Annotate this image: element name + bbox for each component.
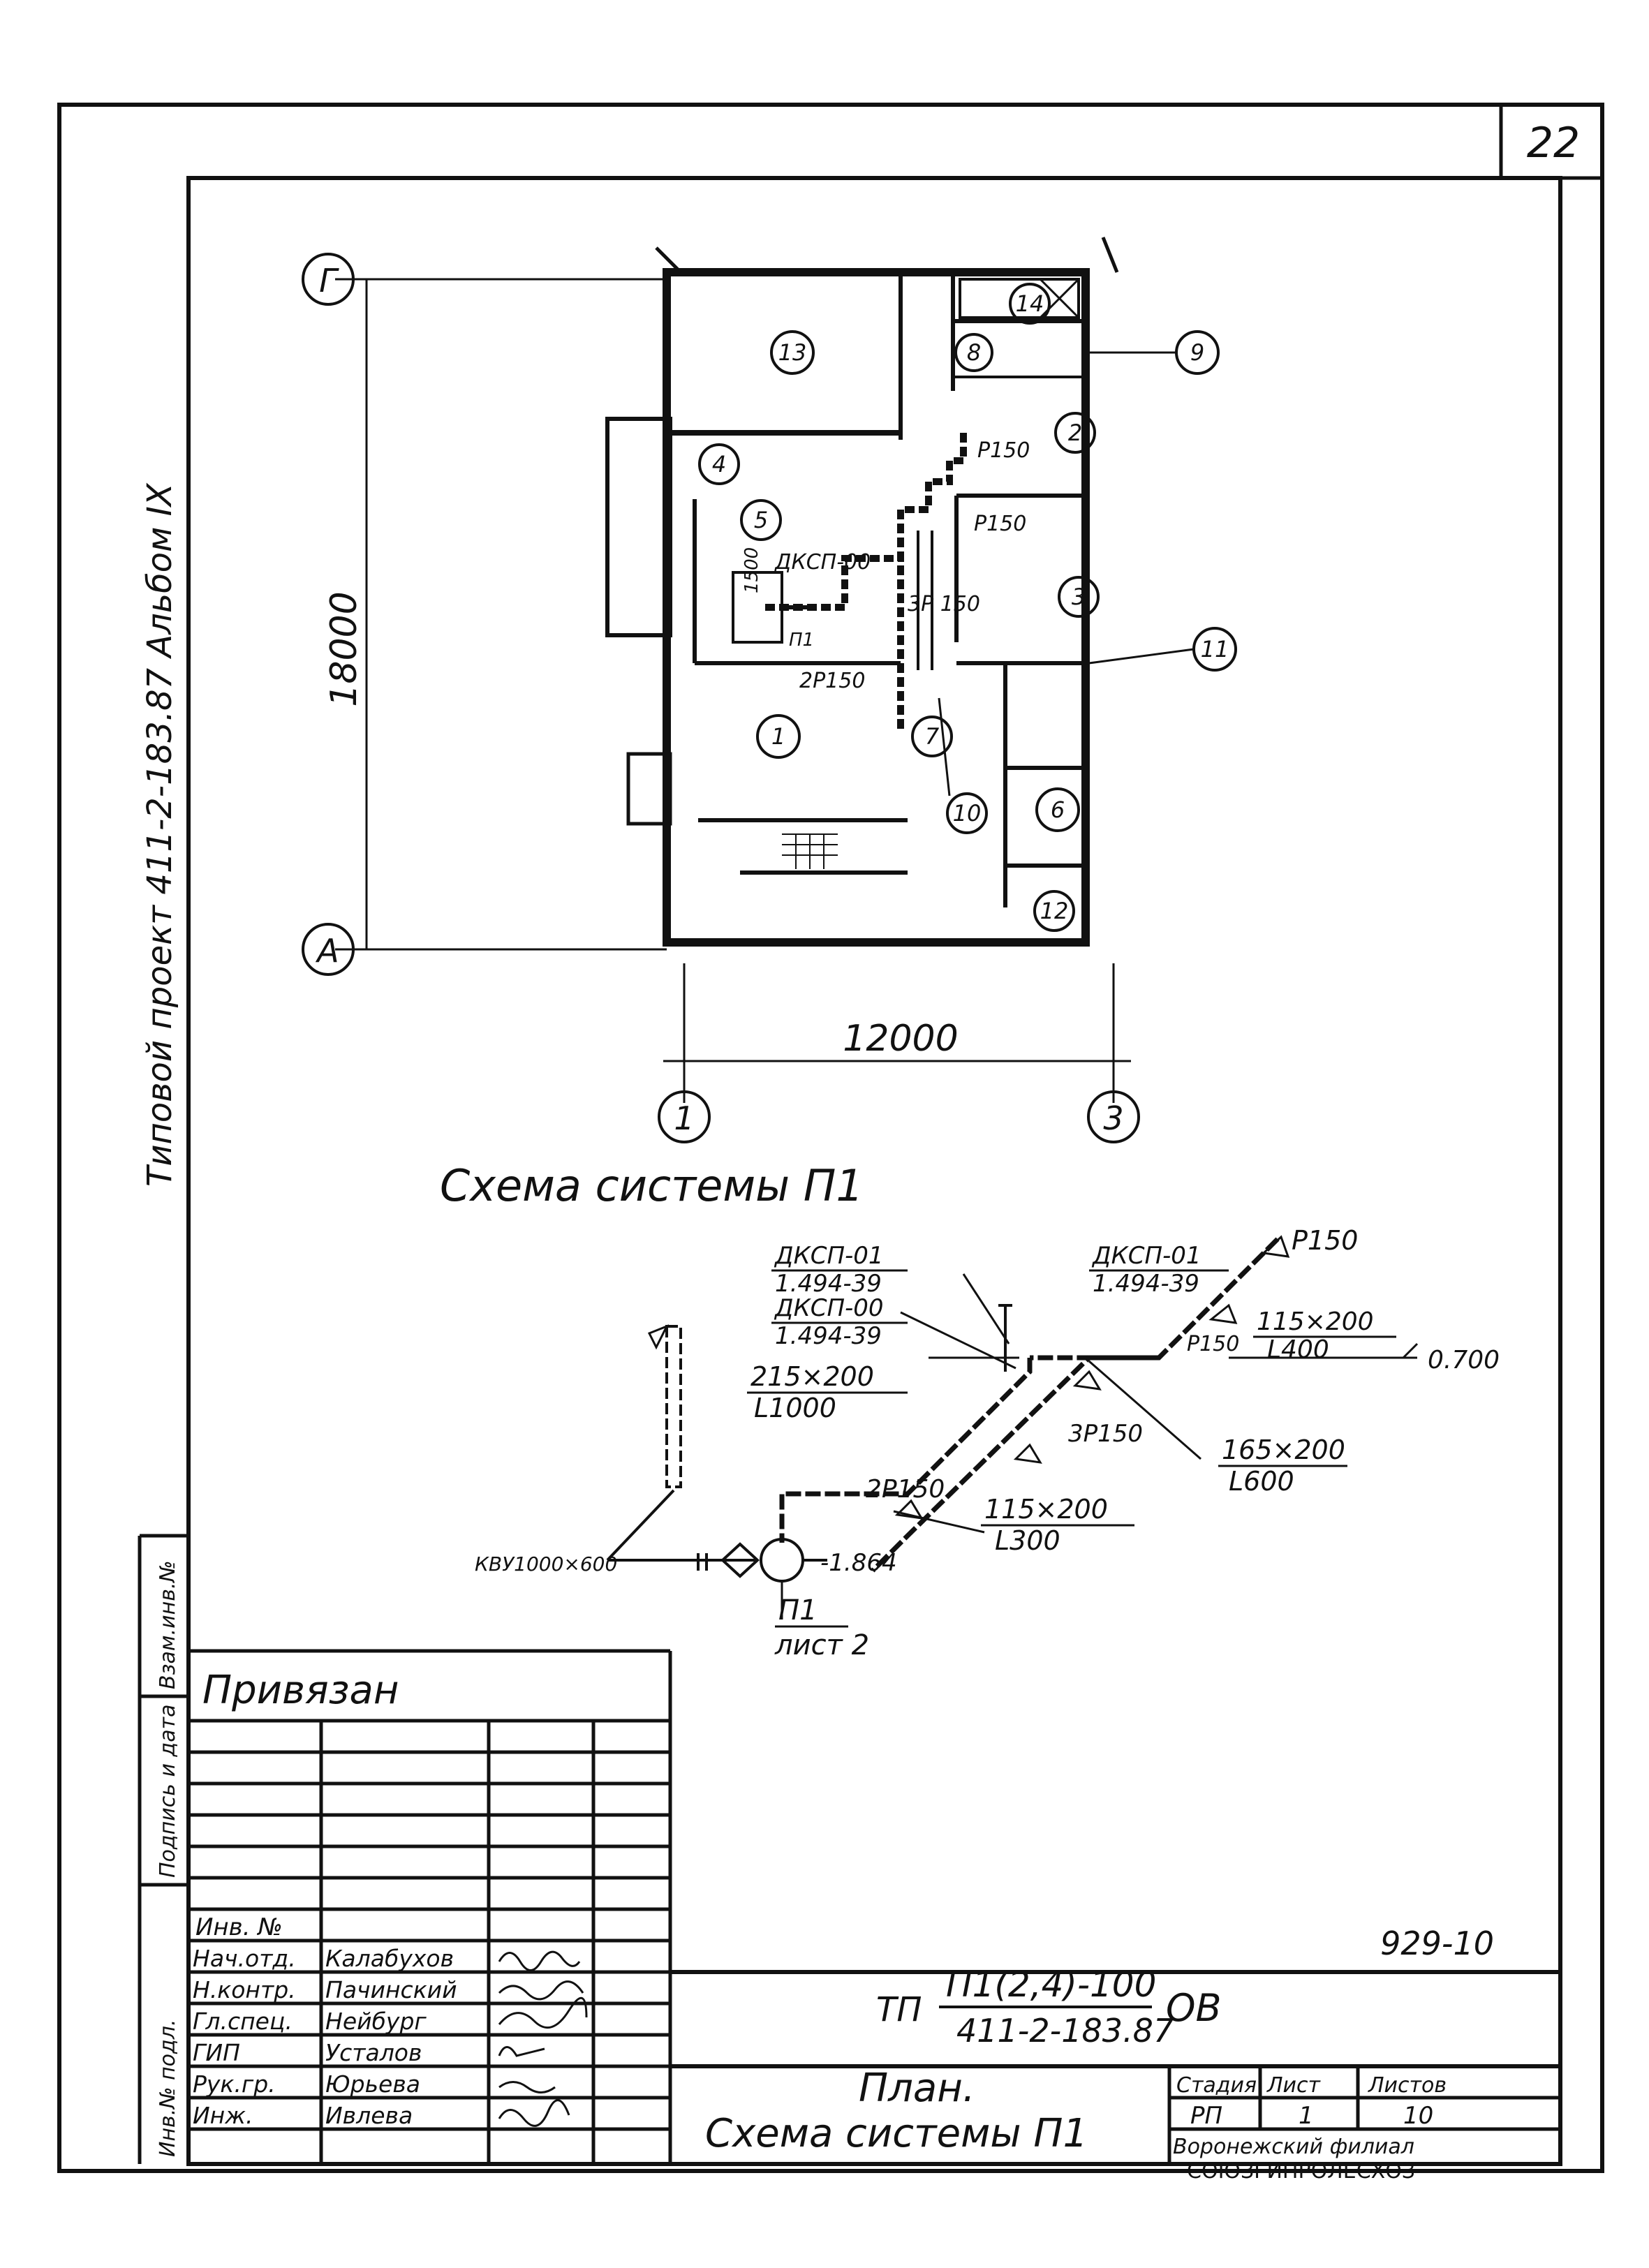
room-8: 8: [967, 339, 981, 366]
room-13: 13: [778, 339, 807, 366]
plan-p150-c: 3Р 150: [908, 592, 980, 616]
plan-p150-a: Р150: [977, 438, 1030, 463]
axis-g-circle: [302, 253, 355, 306]
scheme-len-1000: L1000: [754, 1393, 836, 1423]
tb-name-line2: Схема системы П1: [705, 2111, 1088, 2156]
scheme-kvu: КВУ1000×600: [475, 1552, 617, 1576]
title-block-grid: [188, 1649, 1560, 2164]
plan-dksp: ДКСП-00: [774, 550, 871, 575]
tb-name-4: Юрьева: [325, 2070, 420, 2098]
signatures: [498, 1950, 588, 2127]
tb-org-line1: Воронежский филиал: [1173, 2135, 1414, 2159]
room-1: 1: [771, 723, 785, 750]
tb-name-line1: План.: [859, 2066, 975, 2111]
tb-role-2: Гл.спец.: [193, 2008, 293, 2035]
room-7: 7: [925, 723, 940, 750]
tb-stage: РП: [1190, 2102, 1222, 2130]
doc-code: 929-10: [1380, 1925, 1494, 1962]
room-3: 3: [1072, 584, 1086, 610]
plan-p150-b: Р150: [974, 512, 1026, 536]
room-11: 11: [1201, 636, 1229, 662]
axis-3-label: 3: [1103, 1099, 1123, 1137]
scheme-ref-sheet: лист 2: [774, 1629, 869, 1661]
stamp-podpis: Подпись и дата: [156, 1705, 180, 1878]
tb-name-5: Ивлева: [325, 2102, 413, 2129]
scheme-ref-c: 1.494-39: [1093, 1270, 1199, 1298]
room-12: 12: [1040, 898, 1069, 924]
scheme-p150-mid: Р150: [1187, 1332, 1239, 1356]
tb-sheets-head: Листов: [1368, 2073, 1447, 2098]
scheme-labels: ДКСП-01 1.494-39 ДКСП-00 1.494-39 ДКСП-0…: [475, 1225, 1500, 1661]
dim-vertical-text: 18000: [323, 591, 365, 706]
tb-code-prefix: ТП: [876, 1990, 922, 2029]
scheme-dksp01-b: ДКСП-01: [1091, 1242, 1201, 1270]
page-number: 22: [1527, 119, 1580, 168]
inner-frame: [186, 176, 1562, 2166]
room-5: 5: [754, 507, 768, 533]
scheme-dksp00: ДКСП-00: [774, 1294, 884, 1322]
room-4: 4: [712, 451, 726, 477]
room-6: 6: [1051, 796, 1065, 823]
system-scheme: [606, 1235, 1419, 1620]
room-10: 10: [953, 800, 982, 827]
scheme-ref-p1: П1: [778, 1594, 818, 1626]
scheme-p150-top: Р150: [1292, 1225, 1358, 1256]
tb-role-1: Н.контр.: [193, 1976, 296, 2003]
tb-privyazan: Привязан: [202, 1668, 399, 1713]
room-14: 14: [1016, 290, 1044, 317]
plan-labels: Р150 Р150 3Р 150 2Р150 ДКСП-00 1500 П1: [741, 438, 1030, 693]
tb-name-1: Пачинский: [325, 1976, 457, 2003]
tb-code-suffix: ОВ: [1166, 1986, 1222, 2030]
scheme-size-165-200: 165×200: [1222, 1435, 1345, 1465]
tb-sheet: 1: [1299, 2102, 1314, 2130]
room-9: 9: [1190, 339, 1204, 366]
tb-code-bottom: 411-2-183.87: [956, 2012, 1174, 2050]
scheme-p150-3: 3Р150: [1068, 1420, 1143, 1448]
scheme-size-115-200-a: 115×200: [1257, 1307, 1374, 1336]
axis-a-circle: [302, 923, 355, 976]
tb-role-5: Инж.: [193, 2102, 253, 2129]
axis-1-circle: [658, 1090, 711, 1143]
tb-role-3: ГИП: [193, 2039, 240, 2066]
tb-sheet-head: Лист: [1266, 2073, 1322, 2098]
scheme-dksp01-a: ДКСП-01: [774, 1242, 884, 1270]
plan-p1: П1: [789, 630, 814, 651]
axis-a-label: А: [315, 932, 339, 970]
stamp-inv-podl: Инв.№ подл.: [156, 2019, 180, 2157]
tb-name-0: Калабухов: [325, 1945, 454, 1972]
side-title: Типовой проект 411-2-183.87 Альбом IX: [140, 482, 179, 1187]
scheme-elev-0700: 0.700: [1428, 1346, 1500, 1374]
scheme-len-300: L300: [995, 1525, 1060, 1556]
tb-stage-head: Стадия: [1176, 2073, 1257, 2098]
tb-org-line2: СОЮЗГИПРОЛЕСХОЗ: [1187, 2159, 1415, 2184]
tb-sheets: 10: [1403, 2102, 1433, 2130]
scheme-len-400: L400: [1267, 1335, 1329, 1364]
tb-code-top: П1(2,4)-100: [946, 1964, 1156, 2005]
axis-g-label: Г: [319, 262, 339, 299]
plan-p150-d: 2Р150: [799, 669, 865, 693]
outer-frame: [57, 103, 1604, 2173]
scheme-title: Схема системы П1: [440, 1160, 864, 1211]
scheme-p150-2: 2Р150: [866, 1475, 945, 1504]
tb-role-0: Нач.отд.: [193, 1945, 296, 1972]
scheme-size-215-200: 215×200: [750, 1361, 874, 1392]
tb-inv-no: Инв. №: [195, 1913, 283, 1941]
tb-role-4: Рук.гр.: [193, 2070, 276, 2098]
scheme-elev-1864: -1.864: [820, 1549, 897, 1577]
room-numbers: 13 14 8 9 2 4 5 3 11 1 7 10 6 12: [712, 290, 1229, 924]
axis-1-label: 1: [674, 1099, 694, 1137]
stamp-vzam: Взам.инв.№: [156, 1560, 180, 1689]
floor-plan: [302, 237, 1237, 1143]
tb-name-3: Усталов: [325, 2039, 422, 2066]
scheme-ref-a: 1.494-39: [775, 1270, 882, 1298]
scheme-ref-b: 1.494-39: [775, 1322, 882, 1350]
dim-horizontal-text: 12000: [843, 1018, 958, 1060]
plan-1500: 1500: [741, 547, 762, 593]
scheme-size-115-200-b: 115×200: [984, 1494, 1108, 1525]
axis-3-circle: [1087, 1090, 1140, 1143]
scheme-len-600: L600: [1229, 1466, 1294, 1497]
tb-name-2: Нейбург: [325, 2008, 427, 2035]
room-2: 2: [1068, 420, 1082, 446]
